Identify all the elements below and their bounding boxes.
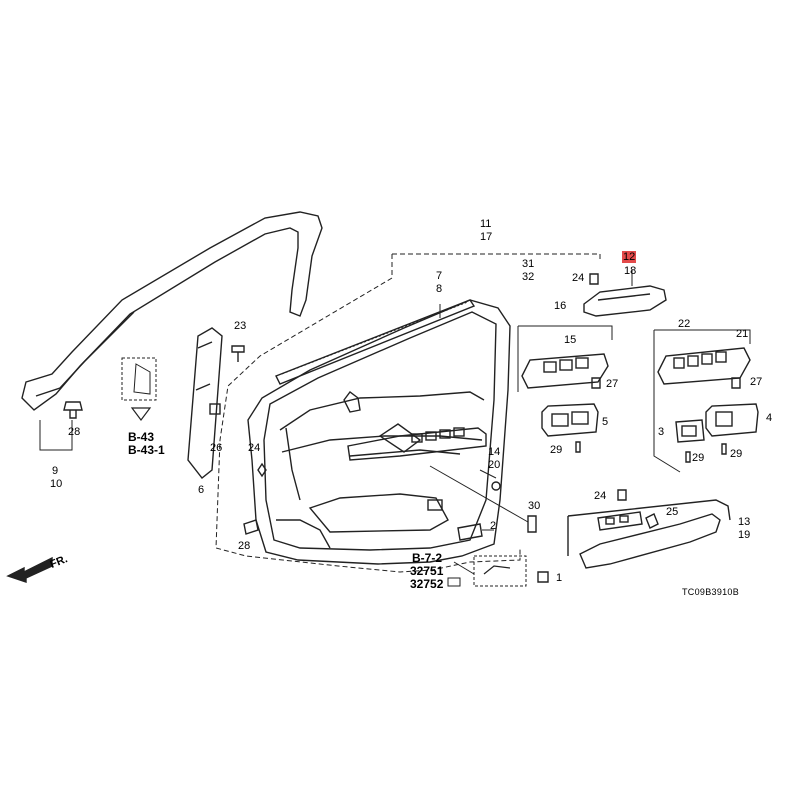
nut-26 [209, 403, 221, 415]
callout-6: 6 [198, 484, 205, 496]
callout-30: 30 [528, 500, 541, 512]
callout-14: 14 [488, 446, 501, 458]
callout-21: 21 [736, 328, 749, 340]
switch-25 [645, 513, 659, 529]
callout-29-mid: 29 [692, 452, 705, 464]
ref-b43-arrow [130, 407, 152, 421]
lower-garnish [567, 499, 731, 569]
clip-28-top [63, 401, 83, 419]
harness-ref-box [473, 555, 527, 587]
bracket-16 [517, 325, 613, 392]
callout-27-right: 27 [750, 376, 763, 388]
callout-9: 9 [52, 465, 59, 477]
callout-5: 5 [602, 416, 609, 428]
callout-32: 32 [522, 271, 535, 283]
ref-32751[interactable]: 32751 [410, 564, 444, 578]
switch-3 [675, 419, 705, 443]
diagram-code: TC09B3910B [682, 587, 740, 597]
callout-20: 20 [488, 459, 501, 471]
callout-4: 4 [766, 412, 773, 424]
callout-12: 12 [622, 251, 637, 263]
callout-7: 7 [436, 270, 443, 282]
callout-29-right: 29 [730, 448, 743, 460]
callout-27-left: 27 [606, 378, 619, 390]
screw-24-top [589, 273, 599, 285]
callout-17: 17 [480, 231, 493, 243]
callout-1: 1 [556, 572, 563, 584]
lining-assembly-outline [215, 253, 601, 573]
ref-b72-arrow [447, 577, 461, 587]
bracket-22 [653, 329, 751, 473]
callout-13: 13 [738, 516, 751, 528]
clip-14-20 [491, 481, 501, 491]
callout-8: 8 [436, 283, 443, 295]
cap-2 [457, 523, 483, 541]
callout-28-top: 28 [68, 426, 81, 438]
screw-29c [721, 443, 727, 455]
callout-2: 2 [490, 520, 497, 532]
power-window-master-switch [657, 347, 751, 385]
callout-16: 16 [554, 300, 567, 312]
callout-10: 10 [50, 478, 63, 490]
callout-15: 15 [564, 334, 577, 346]
callout-3: 3 [658, 426, 665, 438]
screw-27a [591, 377, 601, 389]
power-window-switch-panel [521, 353, 609, 389]
door-lock-switch-5 [541, 403, 599, 437]
callout-11: 11 [480, 218, 492, 230]
connector-1 [537, 571, 549, 583]
screw-30 [527, 515, 537, 533]
clip-24 [257, 462, 267, 478]
screw-23 [231, 345, 245, 362]
callout-23: 23 [234, 320, 247, 332]
clip-28-bottom [243, 519, 259, 535]
callout-22: 22 [678, 318, 691, 330]
callout-24-left: 24 [248, 442, 261, 454]
switch-4 [705, 403, 759, 437]
switch-panel-in-lining [347, 427, 487, 461]
sash-molding [21, 211, 323, 411]
callout-28-bottom: 28 [238, 540, 251, 552]
ref-b43-1[interactable]: B-43-1 [128, 443, 165, 457]
callout-18: 18 [624, 265, 637, 277]
front-direction-arrow [6, 556, 53, 583]
ref-b43-box [121, 357, 157, 401]
callout-26: 26 [210, 442, 223, 454]
ref-32752[interactable]: 32752 [410, 577, 444, 591]
armrest-cover [583, 285, 667, 317]
door-lining-panel [247, 299, 511, 565]
callout-31: 31 [522, 258, 535, 270]
callout-24-lower: 24 [594, 490, 607, 502]
screw-27b [731, 377, 741, 389]
pillar-garnish [187, 327, 223, 479]
inner-weatherstrip [275, 299, 476, 385]
callout-19: 19 [738, 529, 751, 541]
leader-9-10 [39, 420, 73, 451]
ref-b43[interactable]: B-43 [128, 430, 155, 444]
callout-24-top: 24 [572, 272, 585, 284]
screw-29b [685, 451, 691, 463]
ref-b7-2[interactable]: B-7-2 [412, 551, 443, 565]
callout-25: 25 [666, 506, 679, 518]
callout-29-left: 29 [550, 444, 563, 456]
screw-24-lower [617, 489, 627, 501]
leader-30 [429, 465, 529, 523]
screw-29a [575, 441, 581, 453]
